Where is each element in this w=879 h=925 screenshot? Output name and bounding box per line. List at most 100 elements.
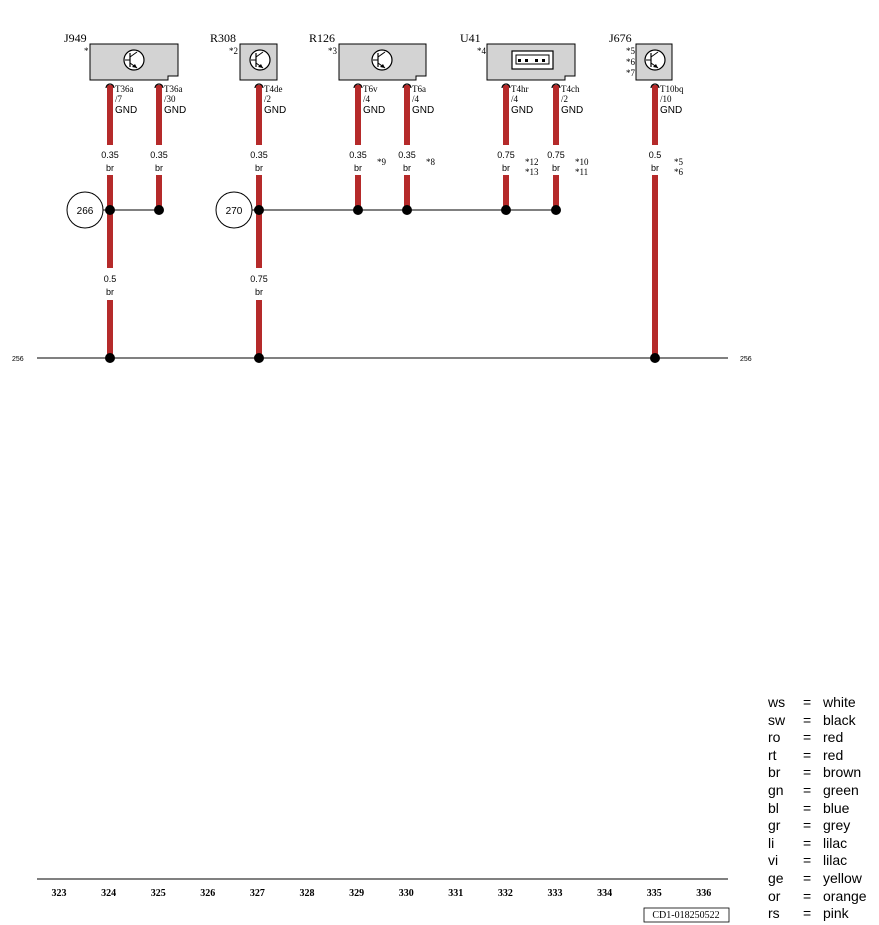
footnote-marker: *3 <box>328 46 338 56</box>
legend-row: or=orange <box>768 888 867 906</box>
legend-color-name: brown <box>823 764 862 781</box>
wire-color-label: br <box>403 163 411 173</box>
wire-gauge-label: 0.35 <box>150 150 168 160</box>
wire-gauge-label: 0.5 <box>104 274 117 284</box>
ground-point-label: 266 <box>77 206 94 217</box>
pin-function: GND <box>561 105 583 116</box>
pin-connector-icon <box>501 83 511 89</box>
wire-color-label: br <box>552 163 560 173</box>
pin-connector: T4de <box>264 84 283 94</box>
legend-row: rs=pink <box>768 905 867 923</box>
wire-segment <box>107 175 113 210</box>
legend-row: vi=lilac <box>768 852 867 870</box>
pin-function: GND <box>164 105 186 116</box>
legend-equals: = <box>803 869 812 886</box>
pin-connector: T6a <box>412 84 426 94</box>
transistor-symbol-icon <box>371 49 393 71</box>
legend-abbr: bl <box>768 799 779 816</box>
wire-segment <box>503 175 509 210</box>
junction-dot <box>105 353 115 363</box>
wire-gauge-label: 0.35 <box>349 150 367 160</box>
legend-row: ge = yellow <box>768 870 867 888</box>
column-number: 323 <box>52 888 67 899</box>
wire-segment <box>503 85 509 145</box>
legend-color-name: black <box>823 711 856 728</box>
footnote-marker: *11 <box>575 167 588 177</box>
component-label: J949 <box>64 31 87 45</box>
wire-segment <box>652 85 658 145</box>
legend-color-name: red <box>823 729 844 746</box>
pin-function: GND <box>264 105 286 116</box>
legend-abbr: br <box>768 764 781 781</box>
junction-dot <box>254 205 264 215</box>
component-R126[interactable]: R126 *3 <box>309 31 427 81</box>
legend-equals: = <box>803 781 812 798</box>
legend-equals: = <box>803 799 812 816</box>
legend-abbr: li <box>768 834 775 851</box>
wire-segment <box>355 175 361 210</box>
legend-equals: = <box>803 834 812 851</box>
footnote-marker: *5 <box>674 157 684 167</box>
legend-equals: = <box>803 905 812 922</box>
pin-connector-icon <box>402 83 412 89</box>
legend-abbr: rt <box>768 746 777 763</box>
pin-number: /4 <box>412 94 420 104</box>
legend-abbr: vi <box>768 852 779 869</box>
wire-segment <box>256 210 262 268</box>
wire-segment <box>256 85 262 145</box>
wire-color-label: br <box>255 287 263 297</box>
wire-color-label: br <box>155 163 163 173</box>
legend-row: li=lilac <box>768 835 867 853</box>
wire-gauge-label: 0.75 <box>497 150 515 160</box>
ground-point-270[interactable]: 270 <box>215 191 259 229</box>
column-number: 335 <box>647 888 662 899</box>
footnote-marker: *9 <box>377 157 387 167</box>
footnote-marker: * <box>84 46 89 56</box>
legend-abbr: ge <box>768 869 784 886</box>
legend-equals: = <box>803 711 812 728</box>
legend-color-name: yellow <box>823 869 862 886</box>
column-number: 327 <box>250 888 265 899</box>
wire-segment <box>652 175 658 358</box>
legend-color-name: green <box>823 781 859 798</box>
wire-segment <box>404 85 410 145</box>
pin-connector: T4hr <box>511 84 529 94</box>
wire-gauge-label: 0.75 <box>250 274 268 284</box>
legend-abbr: ro <box>768 729 781 746</box>
wire-segment <box>156 175 162 210</box>
footnote-marker: *8 <box>426 157 436 167</box>
legend-abbr: sw <box>768 711 786 728</box>
legend-abbr: rs <box>768 905 780 922</box>
pin-function: GND <box>363 105 385 116</box>
pin-number: /30 <box>164 94 176 104</box>
footnote-marker: *6 <box>626 57 636 67</box>
pin-function: GND <box>412 105 434 116</box>
wire-segment <box>156 85 162 145</box>
legend-equals: = <box>803 729 812 746</box>
footnote-marker: *7 <box>626 68 636 78</box>
footnote-marker: *12 <box>525 157 539 167</box>
wire-gauge-label: 0.35 <box>398 150 416 160</box>
usb-socket-icon <box>511 50 554 70</box>
junction-dot <box>650 353 660 363</box>
wire-color-label: br <box>255 163 263 173</box>
wire-segment <box>107 85 113 145</box>
wire-gauge-label: 0.35 <box>250 150 268 160</box>
junction-dot <box>254 353 264 363</box>
component-J949[interactable]: J949 * <box>64 31 179 81</box>
junction-dot <box>551 205 561 215</box>
transistor-symbol-icon <box>249 49 271 71</box>
ground-point-266[interactable]: 266 <box>66 191 110 229</box>
wire-color-label: br <box>502 163 510 173</box>
pin-connector-icon <box>650 83 660 89</box>
column-number: 326 <box>200 888 215 899</box>
transistor-symbol-icon <box>123 49 145 71</box>
pin-connector-icon <box>254 83 264 89</box>
pin-connector-icon <box>551 83 561 89</box>
junction-dots <box>105 205 660 363</box>
footnote-marker: *5 <box>626 46 636 56</box>
bus-ref-right: 256 <box>740 356 752 363</box>
pin-function: GND <box>115 105 137 116</box>
